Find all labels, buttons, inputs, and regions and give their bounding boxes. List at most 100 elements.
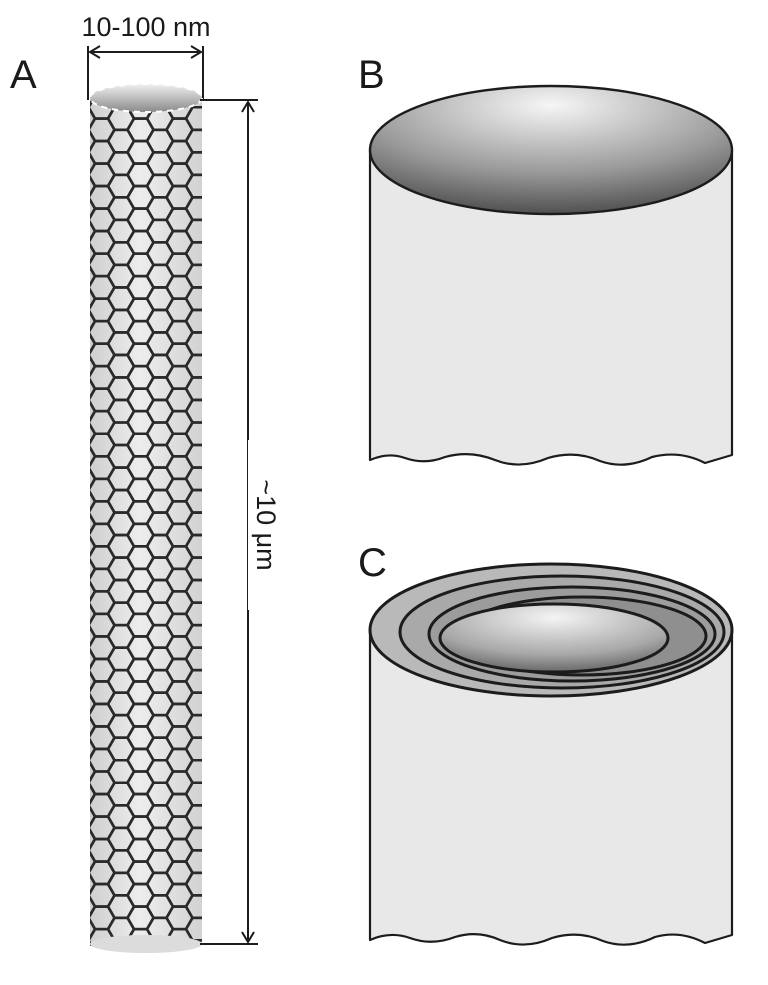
hexagon-cell xyxy=(184,196,202,222)
hexagon-cell xyxy=(206,366,232,389)
hexagon-cell xyxy=(206,389,232,412)
hexagon-cell xyxy=(206,907,232,930)
hexagon-cell xyxy=(206,681,232,704)
hexagon-cell xyxy=(206,434,232,457)
hexagon-cell xyxy=(206,659,232,682)
hexagon-cell xyxy=(184,894,202,920)
hexagon-cell xyxy=(128,952,154,975)
hexagonal-lattice xyxy=(69,98,271,985)
hexagon-cell xyxy=(206,276,232,299)
panel-b-label: B xyxy=(358,53,385,97)
hexagon-cell xyxy=(206,772,232,795)
hexagon-cell xyxy=(206,636,232,659)
hexagon-cell xyxy=(206,231,232,254)
hexagon-cell xyxy=(184,105,202,132)
hexagon-cell xyxy=(184,308,202,334)
hexagon-cell xyxy=(184,916,202,942)
hexagon-cell xyxy=(206,839,232,862)
hexagon-cell xyxy=(206,817,232,840)
hexagon-cell xyxy=(184,736,202,762)
hexagon-cell xyxy=(245,952,271,975)
hexagon-cell xyxy=(206,952,232,975)
hexagon-cell xyxy=(206,546,232,569)
hexagon-cell xyxy=(206,501,232,524)
hexagon-cell xyxy=(184,443,202,469)
hexagon-cell xyxy=(206,411,232,434)
panel-b: B xyxy=(358,53,734,466)
hexagon-cell xyxy=(184,286,202,312)
hexagon-cell xyxy=(184,488,202,514)
hexagon-cell xyxy=(206,614,232,637)
hexagon-cell xyxy=(184,646,202,672)
hexagon-cell xyxy=(147,963,173,985)
hexagon-cell xyxy=(89,974,115,985)
hexagon-cell xyxy=(184,511,202,537)
hexagon-cell xyxy=(184,398,202,424)
panel-a: A 10-100 nm ~10 μm xyxy=(10,12,284,985)
hexagon-cell xyxy=(184,331,202,357)
hexagon-cell xyxy=(184,871,202,897)
hexagon-cell xyxy=(206,862,232,885)
hexagon-cell xyxy=(225,963,251,985)
multi-wall-tube-body xyxy=(368,628,734,946)
hexagon-cell xyxy=(206,974,232,985)
hexagon-cell xyxy=(186,963,212,985)
single-wall-tube-opening xyxy=(368,84,734,216)
hexagon-cell xyxy=(184,421,202,447)
hexagon-cell xyxy=(206,749,232,772)
hexagon-cell xyxy=(184,218,202,244)
hexagon-cell xyxy=(167,974,193,985)
hexagon-cell xyxy=(206,456,232,479)
nanotube-bottom-end xyxy=(90,935,202,953)
hexagon-cell xyxy=(184,578,202,604)
hexagon-cell xyxy=(184,713,202,740)
hexagon-cell xyxy=(167,952,193,975)
hexagon-cell xyxy=(184,556,202,582)
hexagon-cell xyxy=(206,254,232,277)
innermost-tube-opening xyxy=(438,602,670,674)
hexagon-cell xyxy=(184,691,202,717)
hexagon-cell xyxy=(69,963,95,985)
hexagon-cell xyxy=(206,141,232,164)
panel-a-label: A xyxy=(10,53,37,97)
nanotube-open-end xyxy=(89,83,203,113)
hexagon-cell xyxy=(206,479,232,502)
hexagon-cell xyxy=(184,466,202,492)
hexagon-cell xyxy=(184,150,202,177)
panel-c-label: C xyxy=(358,541,387,585)
hexagon-cell xyxy=(206,794,232,817)
hexagon-cell xyxy=(184,623,202,649)
hexagon-cell xyxy=(184,376,202,402)
single-wall-tube-body xyxy=(368,148,734,466)
hexagon-cell xyxy=(184,263,202,289)
hexagon-cell xyxy=(108,963,134,985)
hexagon-cell xyxy=(184,241,202,267)
hexagon-cell xyxy=(245,974,271,985)
hexagon-cell xyxy=(184,353,202,379)
nanotube-body xyxy=(90,100,202,945)
hexagon-cell xyxy=(184,758,202,785)
hexagon-cell xyxy=(184,781,202,807)
hexagon-cell xyxy=(184,849,202,875)
hexagon-cell xyxy=(206,344,232,367)
hexagon-cell xyxy=(89,952,115,975)
hexagon-cell xyxy=(206,186,232,209)
hexagon-cell xyxy=(206,209,232,232)
width-label: 10-100 nm xyxy=(81,12,210,42)
hexagon-cell xyxy=(206,884,232,907)
hexagon-cell xyxy=(206,704,232,727)
hexagon-cell xyxy=(184,533,202,559)
hexagon-cell xyxy=(206,321,232,344)
hexagon-cell xyxy=(184,803,202,830)
hexagon-cell xyxy=(206,119,232,142)
hexagon-cell xyxy=(128,974,154,985)
hexagon-cell xyxy=(206,726,232,749)
hexagon-cell xyxy=(184,173,202,199)
hexagon-cell xyxy=(206,929,232,952)
hexagon-cell xyxy=(184,128,202,154)
width-dimension xyxy=(87,45,204,100)
hexagon-cell xyxy=(206,591,232,614)
hexagon-cell xyxy=(206,299,232,322)
hexagon-cell xyxy=(206,524,232,547)
length-label: ~10 μm xyxy=(251,479,281,570)
